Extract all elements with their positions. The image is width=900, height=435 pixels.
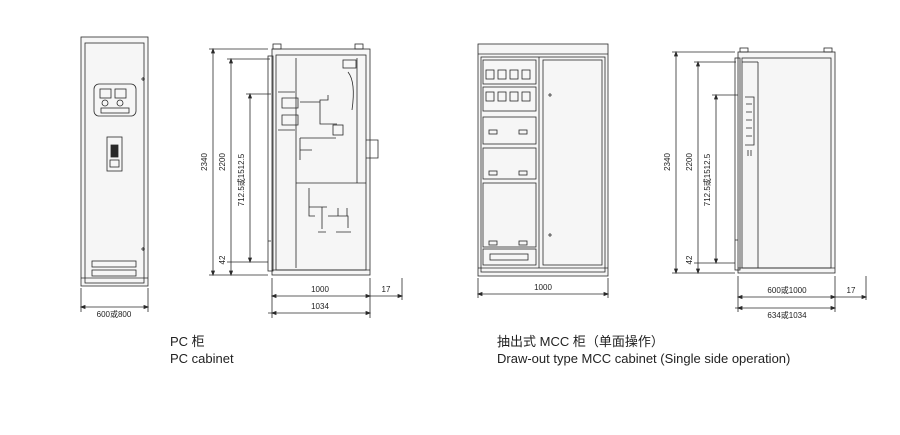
pc-caption-cn: PC 柜 [170,334,205,349]
pc-height-frame-label: 2200 [218,153,227,171]
pc-front-view [80,36,149,287]
pc-depth-total-label: 1034 [311,302,329,311]
pc-depth-inner-label: 1000 [311,285,329,294]
mcc-depth-total-label: 634或1034 [767,310,807,320]
mcc-height-total-label: 2340 [663,153,672,171]
mcc-depth-inner-label: 600或1000 [767,285,807,295]
pc-caption: PC 柜 PC cabinet [170,333,234,367]
pc-height-base-label: 42 [218,255,227,264]
mcc-caption: 抽出式 MCC 柜（单面操作） Draw-out type MCC cabine… [497,333,790,367]
mcc-caption-cn: 抽出式 MCC 柜（单面操作） [497,334,664,349]
mcc-height-inner-label: 712.5或1512.5 [702,153,712,206]
pc-side-depth-dimensions [268,278,404,318]
pc-side-height-dimensions [209,47,270,277]
mcc-caption-en: Draw-out type MCC cabinet (Single side o… [497,351,791,366]
pc-depth-offset-label: 17 [382,285,391,294]
mcc-front-width-label: 1000 [534,283,552,292]
mcc-side-view [734,47,836,274]
pc-height-total-label: 2340 [200,153,209,171]
mcc-front-width-dimension [476,278,610,298]
pc-front-width-label: 600或800 [97,309,132,319]
mcc-depth-offset-label: 17 [847,286,856,295]
pc-front-width-dimension [79,288,150,312]
mcc-side-depth-dimensions [735,276,868,312]
pc-caption-en: PC cabinet [170,351,234,366]
mcc-height-base-label: 42 [685,255,694,264]
mcc-side-height-dimensions [672,50,736,275]
mcc-front-view [477,43,609,277]
mcc-height-frame-label: 2200 [685,153,694,171]
pc-side-view [267,43,379,276]
pc-height-inner-label: 712.5或1512.5 [236,153,246,206]
